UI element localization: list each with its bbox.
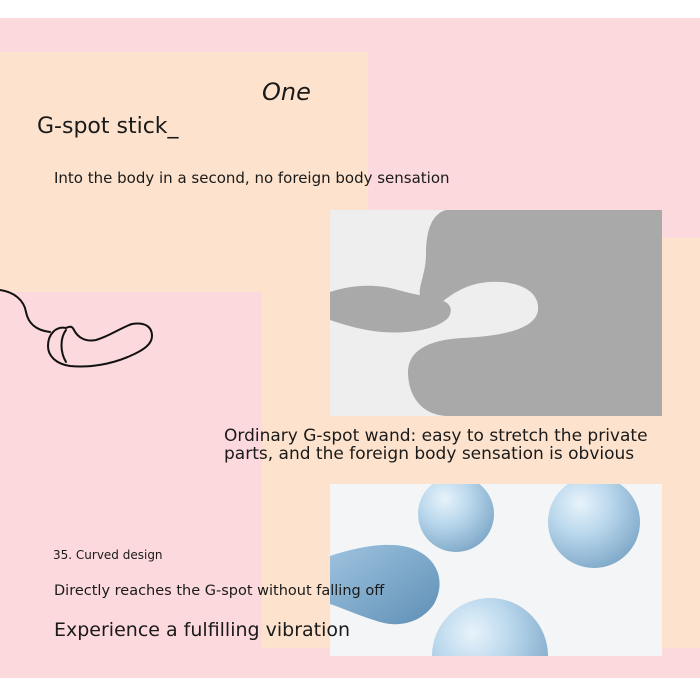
peach-block-top [0, 52, 368, 292]
feature-curved-design: 35. Curved design [53, 548, 163, 562]
ordinary-wand-illustration [330, 210, 662, 416]
product-title: G-spot stick_ [37, 114, 179, 139]
sphere-bottom [432, 598, 548, 656]
product-subtitle: Into the body in a second, no foreign bo… [54, 169, 450, 187]
sphere-right [548, 484, 640, 568]
curved-tube [330, 544, 440, 625]
sphere-left [418, 484, 494, 552]
spheres-render [330, 484, 662, 656]
curved-design-illustration [330, 484, 662, 656]
feature-reach: Directly reaches the G-spot without fall… [54, 583, 385, 599]
feature-vibration: Experience a fulfilling vibration [54, 619, 351, 641]
tissue-shape [408, 210, 662, 416]
section-number: One [262, 78, 311, 106]
cross-section-diagram [330, 210, 662, 416]
stick-doodle-icon [0, 289, 153, 368]
wand-shape [330, 285, 451, 333]
comparison-caption: Ordinary G-spot wand: easy to stretch th… [224, 426, 648, 464]
